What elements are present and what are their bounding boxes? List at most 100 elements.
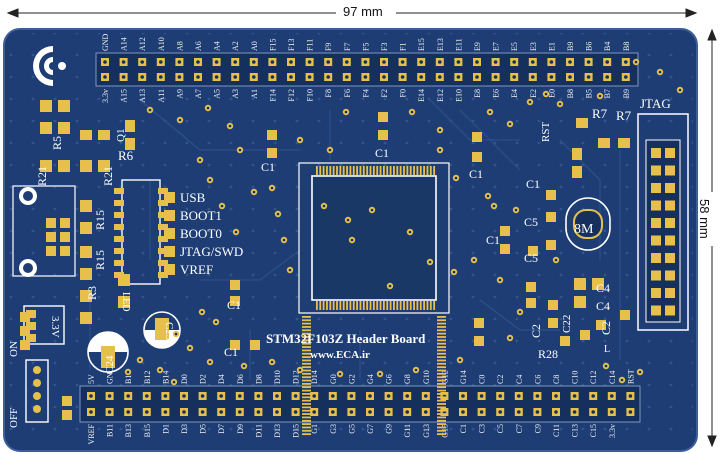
top-header-lower-label: A13 <box>138 89 147 103</box>
smd-pad <box>472 152 482 162</box>
top-header-upper-label: E15 <box>417 38 426 51</box>
smd-pad <box>58 100 70 112</box>
smd-pad <box>620 310 630 320</box>
bottom-header-lower-label: D15 <box>292 424 301 438</box>
smd-pad <box>546 190 556 200</box>
smd-pad <box>250 340 260 350</box>
smd-pad <box>80 160 92 172</box>
smd-pad <box>528 246 538 256</box>
bottom-header-lower-label: VREF <box>87 423 96 444</box>
top-header-upper-label: B8 <box>622 42 631 51</box>
c1-label-crystal: C1 <box>526 177 540 191</box>
top-header-upper-label: F13 <box>287 39 296 51</box>
smd-pad <box>62 410 72 420</box>
top-header-upper-label: F1 <box>399 43 408 51</box>
top-header-upper-label: A2 <box>231 41 240 51</box>
eca-logo <box>33 46 75 86</box>
top-header-upper-label: A6 <box>194 41 203 51</box>
bottom-header-upper-label: D14 <box>310 370 319 384</box>
bottom-header-upper-label: G6 <box>385 374 394 384</box>
smd-pad <box>618 138 630 148</box>
smd-pad <box>546 240 556 250</box>
smd-pad <box>80 130 92 140</box>
smd-pad <box>378 130 388 140</box>
smd-pad <box>118 296 130 308</box>
bottom-header-upper-label: C2 <box>496 375 505 384</box>
top-header-lower-label: A1 <box>250 89 259 99</box>
mode-label-jtag-swd: JTAG/SWD <box>180 244 243 259</box>
regulator-3v3-label: 3.3V <box>49 316 61 338</box>
top-header-upper-label: F5 <box>361 43 370 51</box>
top-header-upper-label: F15 <box>268 39 277 51</box>
c5-label-b: C5 <box>524 251 538 265</box>
c1-label-top: C1 <box>375 146 389 160</box>
bottom-header-lower-label: G3 <box>329 424 338 434</box>
top-header-lower-label: E8 <box>473 89 482 98</box>
top-header-upper-label: A0 <box>250 41 259 51</box>
top-header-upper-label: A10 <box>157 37 166 51</box>
top-header-lower-label: F4 <box>361 89 370 97</box>
bottom-header-upper-label: C4 <box>515 375 524 384</box>
bottom-header-lower-label: G9 <box>385 424 394 434</box>
smd-pad <box>125 138 135 150</box>
smd-pad <box>98 130 110 140</box>
top-pin-header <box>95 52 639 87</box>
top-header-lower-label: F14 <box>268 89 277 101</box>
smd-pad <box>58 122 70 134</box>
top-header-lower-label: F8 <box>324 89 333 97</box>
led-label: LED <box>120 292 131 311</box>
top-header-upper-label: F3 <box>380 43 389 51</box>
bottom-header-upper-label: C14 <box>608 371 617 384</box>
bottom-header-lower-label: C7 <box>515 424 524 433</box>
power-switch <box>25 359 49 423</box>
c1-label-bottom: C1 <box>227 298 241 312</box>
c23-label: C23 <box>163 322 175 341</box>
height-dimension-label: 58 mm <box>697 196 712 242</box>
bottom-header-pins <box>87 392 635 416</box>
r15-label-b: R15 <box>93 250 107 270</box>
bottom-header-upper-label: 5V <box>87 374 96 384</box>
width-dimension-label: 97 mm <box>340 4 386 19</box>
bottom-header-upper-label: C6 <box>533 375 542 384</box>
switch-on-label: ON <box>8 341 20 357</box>
top-header-lower-label: B9 <box>622 89 631 98</box>
c2-label-b: C2 <box>599 321 613 335</box>
smd-pad <box>546 212 556 222</box>
top-header-lower-label: F0 <box>399 89 408 97</box>
width-dimension-arrow <box>6 8 698 18</box>
board-website: www.ECA.ir <box>310 349 370 361</box>
top-header-lower-label: B8 <box>566 89 575 98</box>
bottom-header-lower-label: G1 <box>310 424 319 434</box>
jtag-connector <box>637 113 689 331</box>
top-header-upper-label: B9 <box>566 42 575 51</box>
r15-label-a: R15 <box>93 210 107 230</box>
smd-pad <box>230 296 240 306</box>
bottom-header-lower-label: D11 <box>254 424 263 437</box>
smd-pad <box>592 278 604 290</box>
bottom-header-lower-label: C13 <box>571 424 580 437</box>
smd-pad <box>572 148 582 160</box>
smd-pad <box>40 122 52 134</box>
bottom-header-upper-label: G10 <box>422 370 431 384</box>
r3-label: R3 <box>85 286 99 300</box>
top-header-upper-label: A8 <box>175 41 184 51</box>
top-header-upper-label: E13 <box>436 38 445 51</box>
bottom-header-lower-label: B15 <box>143 424 152 437</box>
smd-pad <box>40 160 52 172</box>
smd-pad <box>526 298 536 308</box>
c22-label: C22 <box>561 315 573 333</box>
smd-pad <box>20 312 30 322</box>
smd-pad <box>560 336 570 346</box>
top-header-upper-label: A4 <box>213 41 222 51</box>
top-header-upper-label: E11 <box>454 38 463 51</box>
c1-label-mid: C1 <box>486 233 500 247</box>
smd-pad <box>598 138 610 148</box>
c1-label-lower: C1 <box>224 345 238 359</box>
bottom-header-upper-label: C0 <box>478 375 487 384</box>
c1-label-right: C1 <box>469 167 483 181</box>
smd-pad <box>80 246 92 258</box>
top-header-lower-label: F10 <box>306 89 315 101</box>
vias <box>124 58 684 386</box>
